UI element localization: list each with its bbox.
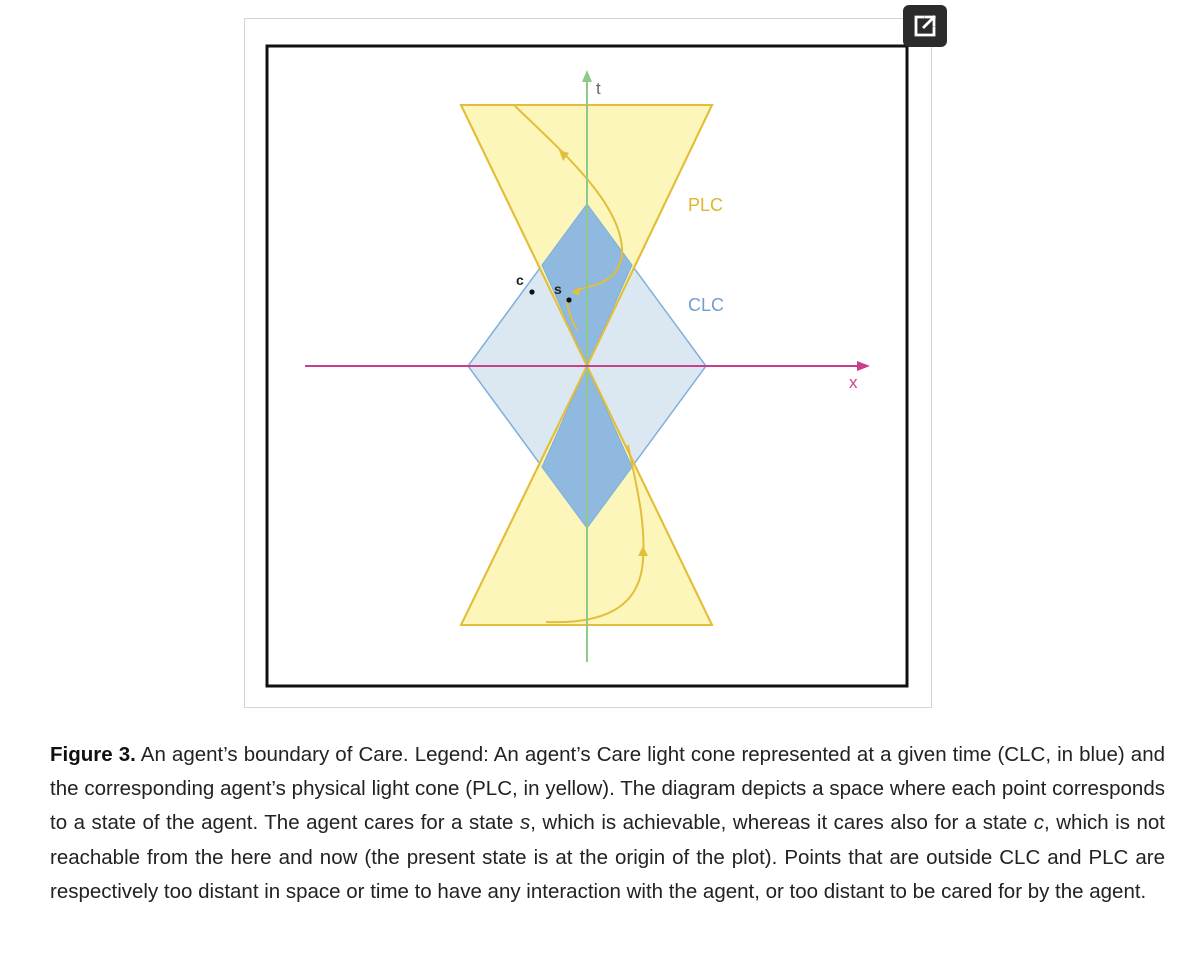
figure-caption: Figure 3. An agent’s boundary of Care. L… <box>50 738 1165 909</box>
external-link-icon <box>914 15 936 37</box>
plot-border <box>265 44 909 688</box>
s-short-trajectory <box>566 301 578 331</box>
s-pointer-arrow <box>571 287 580 296</box>
clc-label: CLC <box>688 295 724 315</box>
point-c-label: c <box>516 272 524 288</box>
figure-label: Figure 3. <box>50 743 136 766</box>
point-c <box>529 289 535 295</box>
point-s <box>566 297 572 303</box>
x-axis-arrow <box>857 361 870 371</box>
caption-italic-s: s <box>519 811 531 835</box>
upper-trajectory <box>513 104 624 292</box>
caption-italic-c: c <box>1033 811 1045 835</box>
t-axis-arrow <box>582 70 592 82</box>
x-axis-label: x <box>849 373 858 392</box>
caption-text-3: , which is not reachable from the here a… <box>50 811 1166 903</box>
expand-image-button[interactable] <box>903 5 947 47</box>
point-s-label: s <box>554 281 562 297</box>
lower-trajectory-arrow <box>638 546 648 556</box>
t-axis-label: t <box>596 79 601 98</box>
caption-text-1: An agent’s boundary of Care. Legend: An … <box>50 743 1165 835</box>
upper-trajectory-arrow <box>559 150 569 161</box>
plc-label: PLC <box>688 195 723 215</box>
caption-text-2: , which is achievable, whereas it cares … <box>530 811 1034 835</box>
light-cone-diagram: t x PLC CLC c s <box>265 44 909 688</box>
